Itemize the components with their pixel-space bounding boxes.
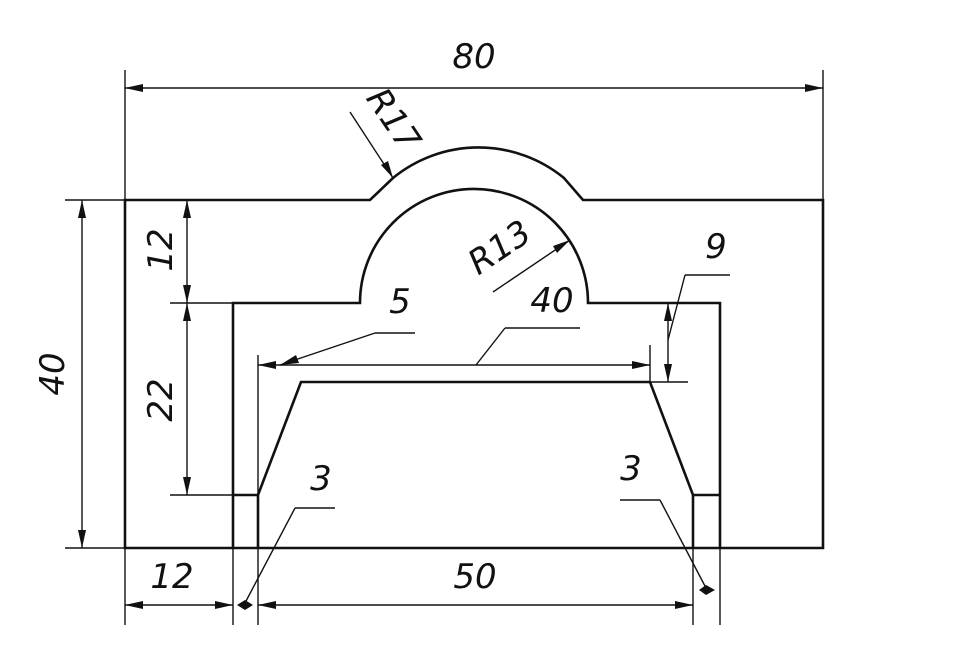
extension-lines (65, 70, 824, 625)
trapezoid-recess (233, 380, 720, 497)
dim-label-small-step-left: 3 (310, 459, 332, 499)
dim-label-overall-height: 40 (33, 352, 73, 395)
dim-label-bottom-opening: 50 (453, 557, 496, 597)
part-outline (123, 146, 825, 550)
dim-label-outer-radius: R17 (358, 81, 429, 159)
dim-label-step-depth: 9 (705, 227, 727, 267)
dim-label-overall-width: 80 (452, 37, 495, 77)
outer-contour (123, 146, 825, 550)
dim-label-small-step-right: 3 (620, 449, 642, 489)
inner-contour (231, 187, 722, 548)
dim-label-left-wall: 12 (150, 557, 193, 597)
dimension-labels: 80 40 12 22 12 50 40 9 5 3 3 R17 R13 (33, 37, 727, 597)
dimension-lines (78, 84, 823, 610)
dim-label-inner-top-width: 40 (530, 281, 573, 321)
dim-label-inner-height: 22 (141, 378, 181, 421)
dim-label-chamfer-offset: 5 (389, 282, 411, 322)
dim-label-top-band: 12 (141, 228, 181, 271)
dim-label-inner-radius: R13 (461, 213, 539, 284)
